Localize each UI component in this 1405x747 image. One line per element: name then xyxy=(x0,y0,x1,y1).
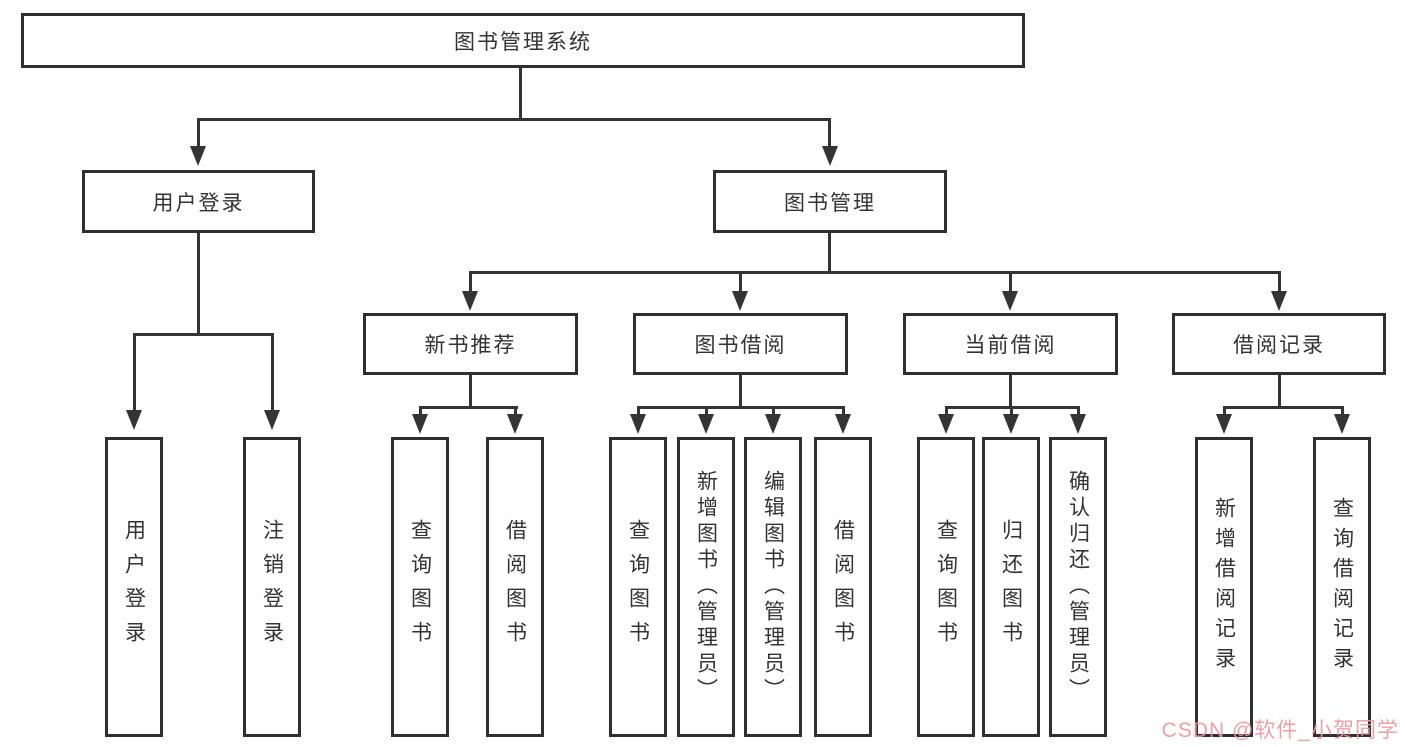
connector-line xyxy=(828,118,831,148)
connector-line xyxy=(1223,406,1226,416)
arrow-down-icon xyxy=(1003,414,1019,434)
connector-line xyxy=(469,271,1280,274)
leaf-label: 查询图书 xyxy=(408,519,432,655)
connector-line xyxy=(197,118,200,148)
leaf-logout: 注销登录 xyxy=(243,437,301,737)
leaf-user-login: 用户登录 xyxy=(105,437,163,737)
arrow-down-icon xyxy=(462,291,478,311)
connector-line xyxy=(1010,406,1013,416)
connector-line xyxy=(1341,406,1344,416)
leaf-label: 查询图书 xyxy=(626,519,650,655)
leaf-borrow-books-recommend: 借阅图书 xyxy=(486,437,544,737)
leaf-label: 查询图书 xyxy=(934,519,958,655)
connector-line xyxy=(637,406,845,409)
node-book-borrowing: 图书借阅 xyxy=(633,313,848,375)
leaf-label: 借阅图书 xyxy=(831,519,855,655)
leaf-label: 注销登录 xyxy=(260,519,284,655)
node-label: 用户登录 xyxy=(152,191,245,215)
arrow-down-icon xyxy=(1216,414,1232,434)
connector-line xyxy=(197,118,831,121)
leaf-label: 确认归还（管理员） xyxy=(1066,470,1090,704)
node-book-management: 图书管理 xyxy=(713,170,947,233)
arrow-down-icon xyxy=(1334,414,1350,434)
connector-line xyxy=(133,333,136,412)
arrow-down-icon xyxy=(412,414,428,434)
connector-line xyxy=(419,406,422,416)
leaf-query-borrow-record: 查询借阅记录 xyxy=(1313,437,1371,737)
leaf-label: 借阅图书 xyxy=(503,519,527,655)
leaf-edit-book-admin: 编辑图书（管理员） xyxy=(744,437,802,737)
leaf-return-books: 归还图书 xyxy=(982,437,1040,737)
node-borrowing-records: 借阅记录 xyxy=(1172,313,1386,375)
connector-line xyxy=(197,233,200,335)
arrow-down-icon xyxy=(835,414,851,434)
connector-line xyxy=(271,333,274,412)
leaf-confirm-return-admin: 确认归还（管理员） xyxy=(1049,437,1107,737)
connector-line xyxy=(1223,406,1344,409)
arrow-down-icon xyxy=(765,414,781,434)
connector-line xyxy=(519,68,522,120)
node-label: 新书推荐 xyxy=(424,334,517,357)
arrow-down-icon xyxy=(630,414,646,434)
arrow-down-icon xyxy=(1271,291,1287,311)
arrow-down-icon xyxy=(190,146,206,166)
connector-line xyxy=(739,375,742,408)
connector-line xyxy=(1077,406,1080,416)
connector-line xyxy=(637,406,640,416)
leaf-borrow-books-borrowing: 借阅图书 xyxy=(814,437,872,737)
leaf-label: 查询借阅记录 xyxy=(1330,497,1354,677)
leaf-label: 归还图书 xyxy=(999,519,1023,655)
leaf-query-books-borrowing: 查询图书 xyxy=(609,437,667,737)
leaf-add-borrow-record: 新增借阅记录 xyxy=(1195,437,1253,737)
arrow-down-icon xyxy=(126,410,142,430)
arrow-down-icon xyxy=(938,414,954,434)
connector-line xyxy=(1009,375,1012,408)
node-label: 借阅记录 xyxy=(1233,334,1325,357)
node-label: 图书借阅 xyxy=(694,334,787,357)
leaf-label: 编辑图书（管理员） xyxy=(761,470,785,704)
node-current-borrowing: 当前借阅 xyxy=(903,313,1118,375)
connector-line xyxy=(469,271,472,293)
connector-line xyxy=(1278,375,1281,408)
connector-line xyxy=(705,406,708,416)
node-new-book-recommend: 新书推荐 xyxy=(363,313,578,375)
connector-line xyxy=(1278,271,1281,293)
leaf-add-book-admin: 新增图书（管理员） xyxy=(677,437,735,737)
connector-line xyxy=(828,233,831,273)
arrow-down-icon xyxy=(1002,291,1018,311)
node-label: 图书管理 xyxy=(784,191,876,215)
connector-line xyxy=(133,333,274,336)
leaf-query-books-recommend: 查询图书 xyxy=(391,437,449,737)
connector-line xyxy=(469,375,472,408)
connector-line xyxy=(514,406,517,416)
arrow-down-icon xyxy=(732,291,748,311)
leaf-label: 新增图书（管理员） xyxy=(694,470,718,704)
arrow-down-icon xyxy=(1070,414,1086,434)
connector-line xyxy=(739,271,742,293)
connector-line xyxy=(842,406,845,416)
node-root-label: 图书管理系统 xyxy=(454,30,592,54)
node-user-login: 用户登录 xyxy=(82,170,315,233)
connector-line xyxy=(945,406,948,416)
watermark: CSDN @软件_小贺同学 xyxy=(1161,719,1399,742)
arrow-down-icon xyxy=(822,146,838,166)
connector-line xyxy=(772,406,775,416)
leaf-label: 新增借阅记录 xyxy=(1212,497,1236,677)
leaf-label: 用户登录 xyxy=(122,519,146,655)
leaf-query-books-current: 查询图书 xyxy=(917,437,975,737)
arrow-down-icon xyxy=(698,414,714,434)
arrow-down-icon xyxy=(264,410,280,430)
connector-line xyxy=(1009,271,1012,293)
node-root: 图书管理系统 xyxy=(21,13,1025,68)
node-label: 当前借阅 xyxy=(964,334,1057,357)
arrow-down-icon xyxy=(507,414,523,434)
connector-line xyxy=(419,406,518,409)
